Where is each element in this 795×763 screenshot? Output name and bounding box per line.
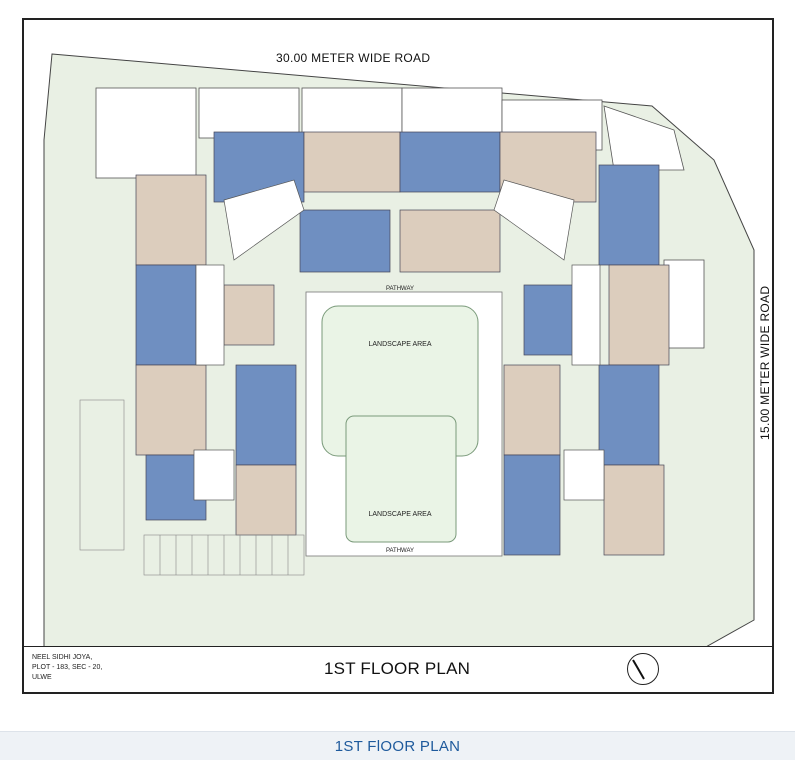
north-arrow-icon: [627, 653, 659, 685]
address-line-3: ULWE: [32, 674, 52, 681]
landscape-area-2: [345, 415, 457, 543]
landscape-label-1: LANDSCAPE AREA: [368, 341, 431, 348]
plan-frame: LANDSCAPE AREA LANDSCAPE AREA PATHWAY PA…: [22, 18, 774, 694]
address-block: NEEL SIDHI JOYA, PLOT - 183, SEC - 20, U…: [32, 653, 102, 683]
title-block: NEEL SIDHI JOYA, PLOT - 183, SEC - 20, U…: [22, 646, 774, 694]
pathway-label-top: PATHWAY: [386, 286, 414, 292]
pathway-label-bottom: PATHWAY: [386, 548, 414, 554]
road-label-top: 30.00 METER WIDE ROAD: [276, 51, 431, 65]
site-plan-drawing: LANDSCAPE AREA LANDSCAPE AREA PATHWAY PA…: [43, 53, 755, 649]
address-line-1: NEEL SIDHI JOYA,: [32, 654, 93, 661]
caption-bar: 1ST FlOOR PLAN: [0, 731, 795, 760]
image-caption: 1ST FlOOR PLAN: [334, 738, 461, 755]
road-label-right: 15.00 METER WIDE ROAD: [758, 285, 772, 440]
lobbies: [193, 179, 605, 501]
landscape-label-2: LANDSCAPE AREA: [368, 511, 431, 518]
address-line-2: PLOT - 183, SEC - 20,: [32, 664, 103, 671]
plan-title: 1ST FLOOR PLAN: [324, 659, 471, 678]
parking: [79, 399, 305, 576]
